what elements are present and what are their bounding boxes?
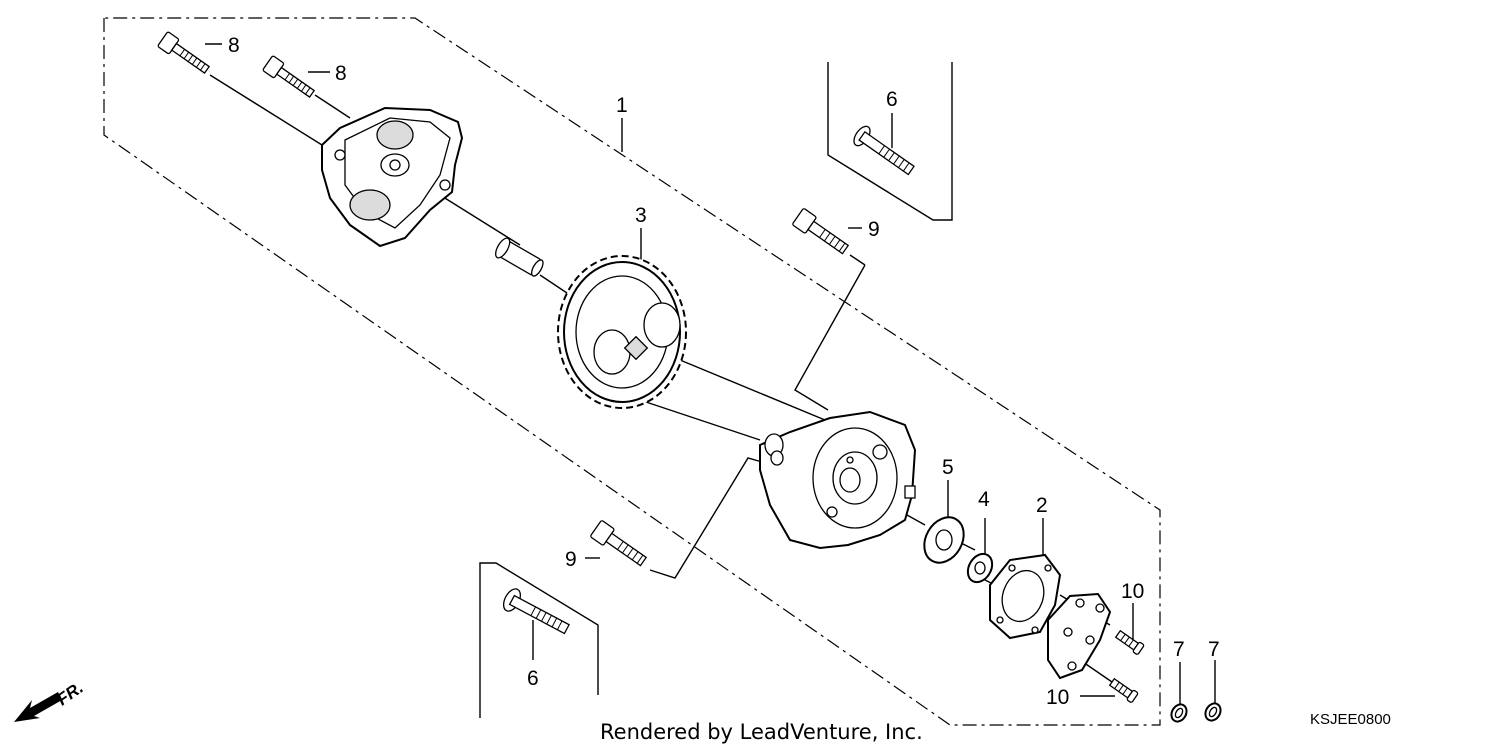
callout-7-left: 7 xyxy=(1173,638,1185,661)
callout-10-upper: 10 xyxy=(1121,580,1144,603)
callout-labels: 1 2 3 4 5 6 6 7 7 8 8 9 9 10 10 xyxy=(228,34,1220,709)
diagram-code: KSJEE0800 xyxy=(1310,711,1391,728)
callout-8-lower: 8 xyxy=(335,62,347,85)
callout-10-lower: 10 xyxy=(1046,686,1069,709)
callout-1: 1 xyxy=(616,94,628,117)
bolt-8-a-icon xyxy=(157,31,211,74)
callout-6-lower: 6 xyxy=(527,667,539,690)
inset-box-lower xyxy=(479,562,599,718)
bolt-9-b-icon xyxy=(590,520,648,567)
credit-text: Rendered by LeadVenture, Inc. xyxy=(600,720,923,744)
front-arrow-icon xyxy=(14,692,62,722)
end-plate-icon xyxy=(1047,592,1112,680)
o-ring-7-b-icon xyxy=(1204,702,1222,722)
callout-5: 5 xyxy=(942,456,954,479)
dowel-pin-icon xyxy=(495,237,544,277)
callout-7-right: 7 xyxy=(1208,638,1220,661)
callout-9-upper: 9 xyxy=(868,218,880,241)
rotor-washer-icon xyxy=(923,516,965,564)
inset-box-upper xyxy=(827,62,953,221)
callout-6-upper: 6 xyxy=(886,88,898,111)
front-marker-label: FR. xyxy=(53,678,86,709)
bolt-6-a-icon xyxy=(853,125,915,176)
callout-2: 2 xyxy=(1036,494,1048,517)
bolt-8-b-icon xyxy=(262,55,316,98)
bolt-6-b-icon xyxy=(502,588,570,635)
assembly-boundary xyxy=(103,17,1161,726)
callout-4: 4 xyxy=(978,488,990,511)
driven-gear-icon xyxy=(557,255,687,409)
callout-8-upper: 8 xyxy=(228,34,240,57)
inner-rotor-icon xyxy=(966,552,994,584)
screw-10-b-icon xyxy=(1108,677,1139,703)
bolt-9-a-icon xyxy=(792,208,850,255)
gasket-icon xyxy=(989,553,1062,640)
o-ring-7-a-icon xyxy=(1170,703,1188,723)
pump-body-icon xyxy=(759,410,917,550)
callout-9-lower: 9 xyxy=(565,548,577,571)
pump-cover-icon xyxy=(321,106,464,248)
leader-lines xyxy=(205,43,1216,705)
callout-3: 3 xyxy=(635,204,647,227)
screw-10-a-icon xyxy=(1114,629,1145,655)
